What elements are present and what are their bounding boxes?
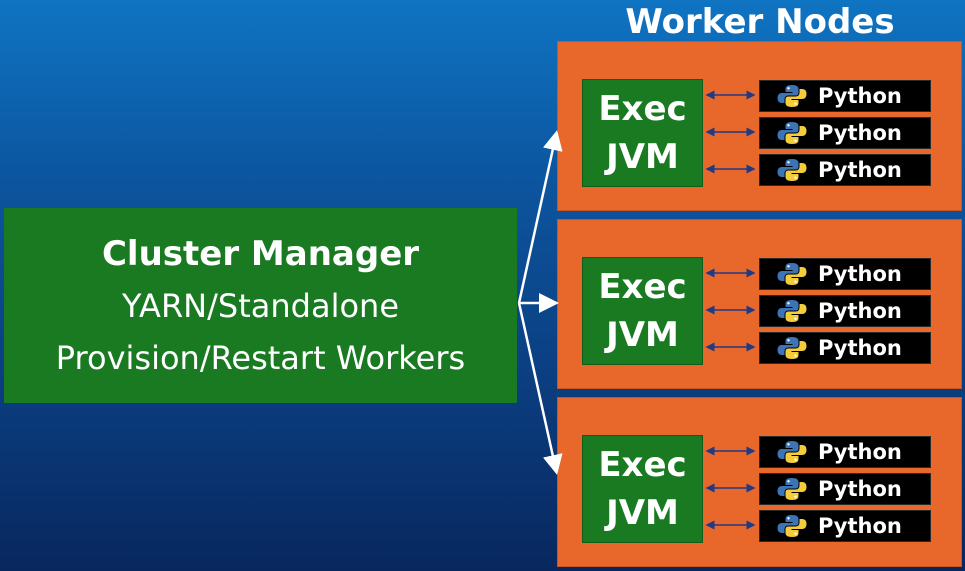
jvm-label: JVM (606, 137, 679, 177)
exec-label: Exec (598, 267, 687, 307)
python-worker: Python (759, 510, 931, 542)
python-worker-label: Python (818, 84, 902, 108)
python-logo-icon (776, 262, 808, 286)
python-worker: Python (759, 332, 931, 364)
python-worker-label: Python (818, 514, 902, 538)
python-logo-icon (776, 299, 808, 323)
worker-node-2: Exec JVM Python Python Python (557, 219, 962, 389)
python-worker-label: Python (818, 299, 902, 323)
executor-jvm-box: Exec JVM (582, 79, 703, 187)
python-worker: Python (759, 295, 931, 327)
python-worker: Python (759, 436, 931, 468)
executor-jvm-box: Exec JVM (582, 435, 703, 543)
jvm-label: JVM (606, 315, 679, 355)
python-logo-icon (776, 440, 808, 464)
cluster-manager-box: Cluster Manager YARN/Standalone Provisio… (4, 208, 517, 403)
cluster-manager-role: Provision/Restart Workers (55, 338, 466, 377)
python-worker-label: Python (818, 262, 902, 286)
worker-nodes-title: Worker Nodes (625, 2, 895, 42)
python-worker: Python (759, 80, 931, 112)
cluster-manager-title: Cluster Manager (101, 233, 420, 274)
python-worker-label: Python (818, 440, 902, 464)
jvm-label: JVM (606, 493, 679, 533)
exec-label: Exec (598, 89, 687, 129)
python-worker: Python (759, 117, 931, 149)
python-logo-icon (776, 121, 808, 145)
python-worker: Python (759, 154, 931, 186)
python-worker-label: Python (818, 336, 902, 360)
python-logo-icon (776, 514, 808, 538)
python-worker-label: Python (818, 158, 902, 182)
python-worker: Python (759, 258, 931, 290)
executor-jvm-box: Exec JVM (582, 257, 703, 365)
python-logo-icon (776, 84, 808, 108)
python-logo-icon (776, 336, 808, 360)
cluster-manager-type: YARN/Standalone (121, 286, 399, 325)
exec-label: Exec (598, 445, 687, 485)
python-worker-label: Python (818, 121, 902, 145)
python-logo-icon (776, 158, 808, 182)
worker-node-3: Exec JVM Python Python Python (557, 397, 962, 567)
arrow-to-node-1 (517, 130, 563, 304)
python-worker: Python (759, 473, 931, 505)
python-logo-icon (776, 477, 808, 501)
arrow-to-node-3 (517, 302, 563, 475)
worker-node-1: Exec JVM Python Python Python (557, 41, 962, 211)
python-worker-label: Python (818, 477, 902, 501)
